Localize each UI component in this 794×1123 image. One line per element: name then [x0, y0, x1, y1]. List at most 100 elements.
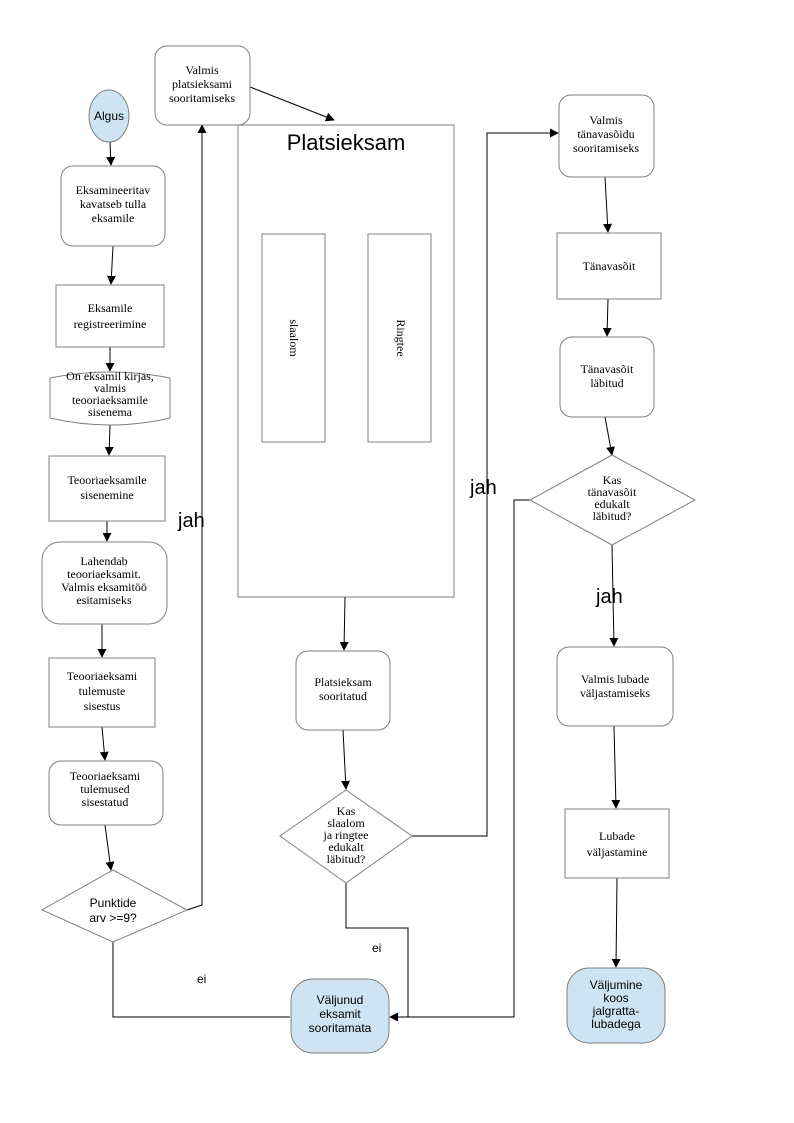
node-text-line: väljastamine	[587, 845, 648, 859]
node-text-line: edukalt	[328, 840, 364, 854]
node-slaalom-text: slaalom	[287, 319, 301, 357]
node-tanavasoit-text: Tänavasõit	[583, 259, 636, 273]
node-algus: Algus	[88, 89, 130, 143]
node-text-line: kavatseb tulla	[80, 197, 147, 211]
node-text-line: sooritatud	[319, 689, 367, 703]
edge-kirjas-sisenemine	[104, 424, 114, 456]
node-text-line: platsieksami	[172, 77, 233, 91]
edge-punktide-valjunud	[112, 942, 290, 1018]
node-algus-text: Algus	[94, 109, 124, 123]
edge-kavatseb-registreerimine	[106, 245, 116, 285]
node-text-line: lubadega	[591, 1017, 641, 1031]
node-text-line: tänavasõidu	[577, 127, 634, 141]
node-text-line: Teooriaeksami	[70, 769, 141, 783]
edge-label-jah-middle: jah	[469, 477, 497, 499]
node-text-line: Valmis	[185, 63, 219, 77]
edge-tanavasoit-labitud	[602, 298, 612, 337]
edge-tulemuste-sisestatud	[99, 726, 109, 761]
edge-kas-tanav-valmis-lubade	[609, 544, 619, 647]
node-text-line: Lahendab	[80, 554, 127, 568]
node-text-line: Tänavasõit	[583, 259, 636, 273]
node-text-line: tulemused	[80, 782, 129, 796]
node-ringtee: Ringtee	[367, 233, 432, 443]
node-text-line: Valmis lubade	[581, 672, 649, 686]
node-text-line: sooritamata	[309, 1021, 372, 1035]
node-tanavasoit: Tänavasõit	[556, 232, 662, 300]
edge-valmis-lubade-lubade	[611, 725, 621, 809]
edge-plats-sooritatud-kas	[341, 729, 351, 790]
node-text-line: Tänavasõit	[581, 362, 634, 376]
node-text-line: Teooriaeksamile	[67, 473, 146, 487]
node-slaalom: slaalom	[261, 233, 326, 443]
node-text-line: sooritamiseks	[169, 91, 235, 105]
node-text-line: tulemuste	[79, 684, 126, 698]
node-text-line: arv >=9?	[89, 911, 137, 925]
edge-join-plats-sooritatud	[339, 596, 349, 651]
node-text-line: eksamit	[319, 1007, 361, 1021]
node-text-line: Väljunud	[317, 993, 364, 1007]
edge-label-jah-right: jah	[595, 586, 623, 608]
node-text-line: Valmis	[589, 113, 623, 127]
node-text-line: Teooriaeksami	[67, 669, 138, 683]
edge-kas-slaalom-valmis-tanav	[412, 128, 559, 837]
edge-algus-kavatseb	[106, 141, 116, 166]
node-text-line: koos	[603, 991, 628, 1005]
node-text-line: Eksamile	[88, 301, 133, 315]
node-text-line: sisenema	[88, 405, 133, 419]
node-text-line: eksamile	[92, 211, 135, 225]
edge-labitud-kas-tanav	[604, 416, 615, 456]
node-text-line: jalgratta-	[592, 1004, 640, 1018]
node-text-line: esitamiseks	[76, 593, 132, 607]
edge-valmis-tanav-tanavasoit	[603, 176, 613, 233]
edge-kas-slaalom-valjunud	[345, 883, 409, 1022]
node-text-line: Kas	[603, 473, 622, 487]
node-text-line: tänavasõit	[588, 485, 637, 499]
edge-punktide-valmis-plats	[186, 124, 207, 911]
node-text-line: teooriaeksamile	[72, 393, 148, 407]
node-text-line: ja ringtee	[323, 828, 369, 842]
node-text-line: Valmis eksamitöö	[61, 580, 147, 594]
edge-label-jah-left: jah	[177, 510, 205, 532]
node-text-line: sooritamiseks	[573, 141, 639, 155]
node-text-line: teooriaeksamit.	[67, 567, 141, 581]
group-platsieksam-title: Platsieksam	[287, 130, 406, 155]
node-text-line: sisestus	[84, 699, 121, 713]
node-text-line: läbitud?	[593, 509, 632, 523]
node-text-line: sisenemine	[80, 488, 133, 502]
edge-label-ei-middle: ei	[372, 941, 381, 955]
edge-valmis-plats-group	[249, 86, 335, 122]
